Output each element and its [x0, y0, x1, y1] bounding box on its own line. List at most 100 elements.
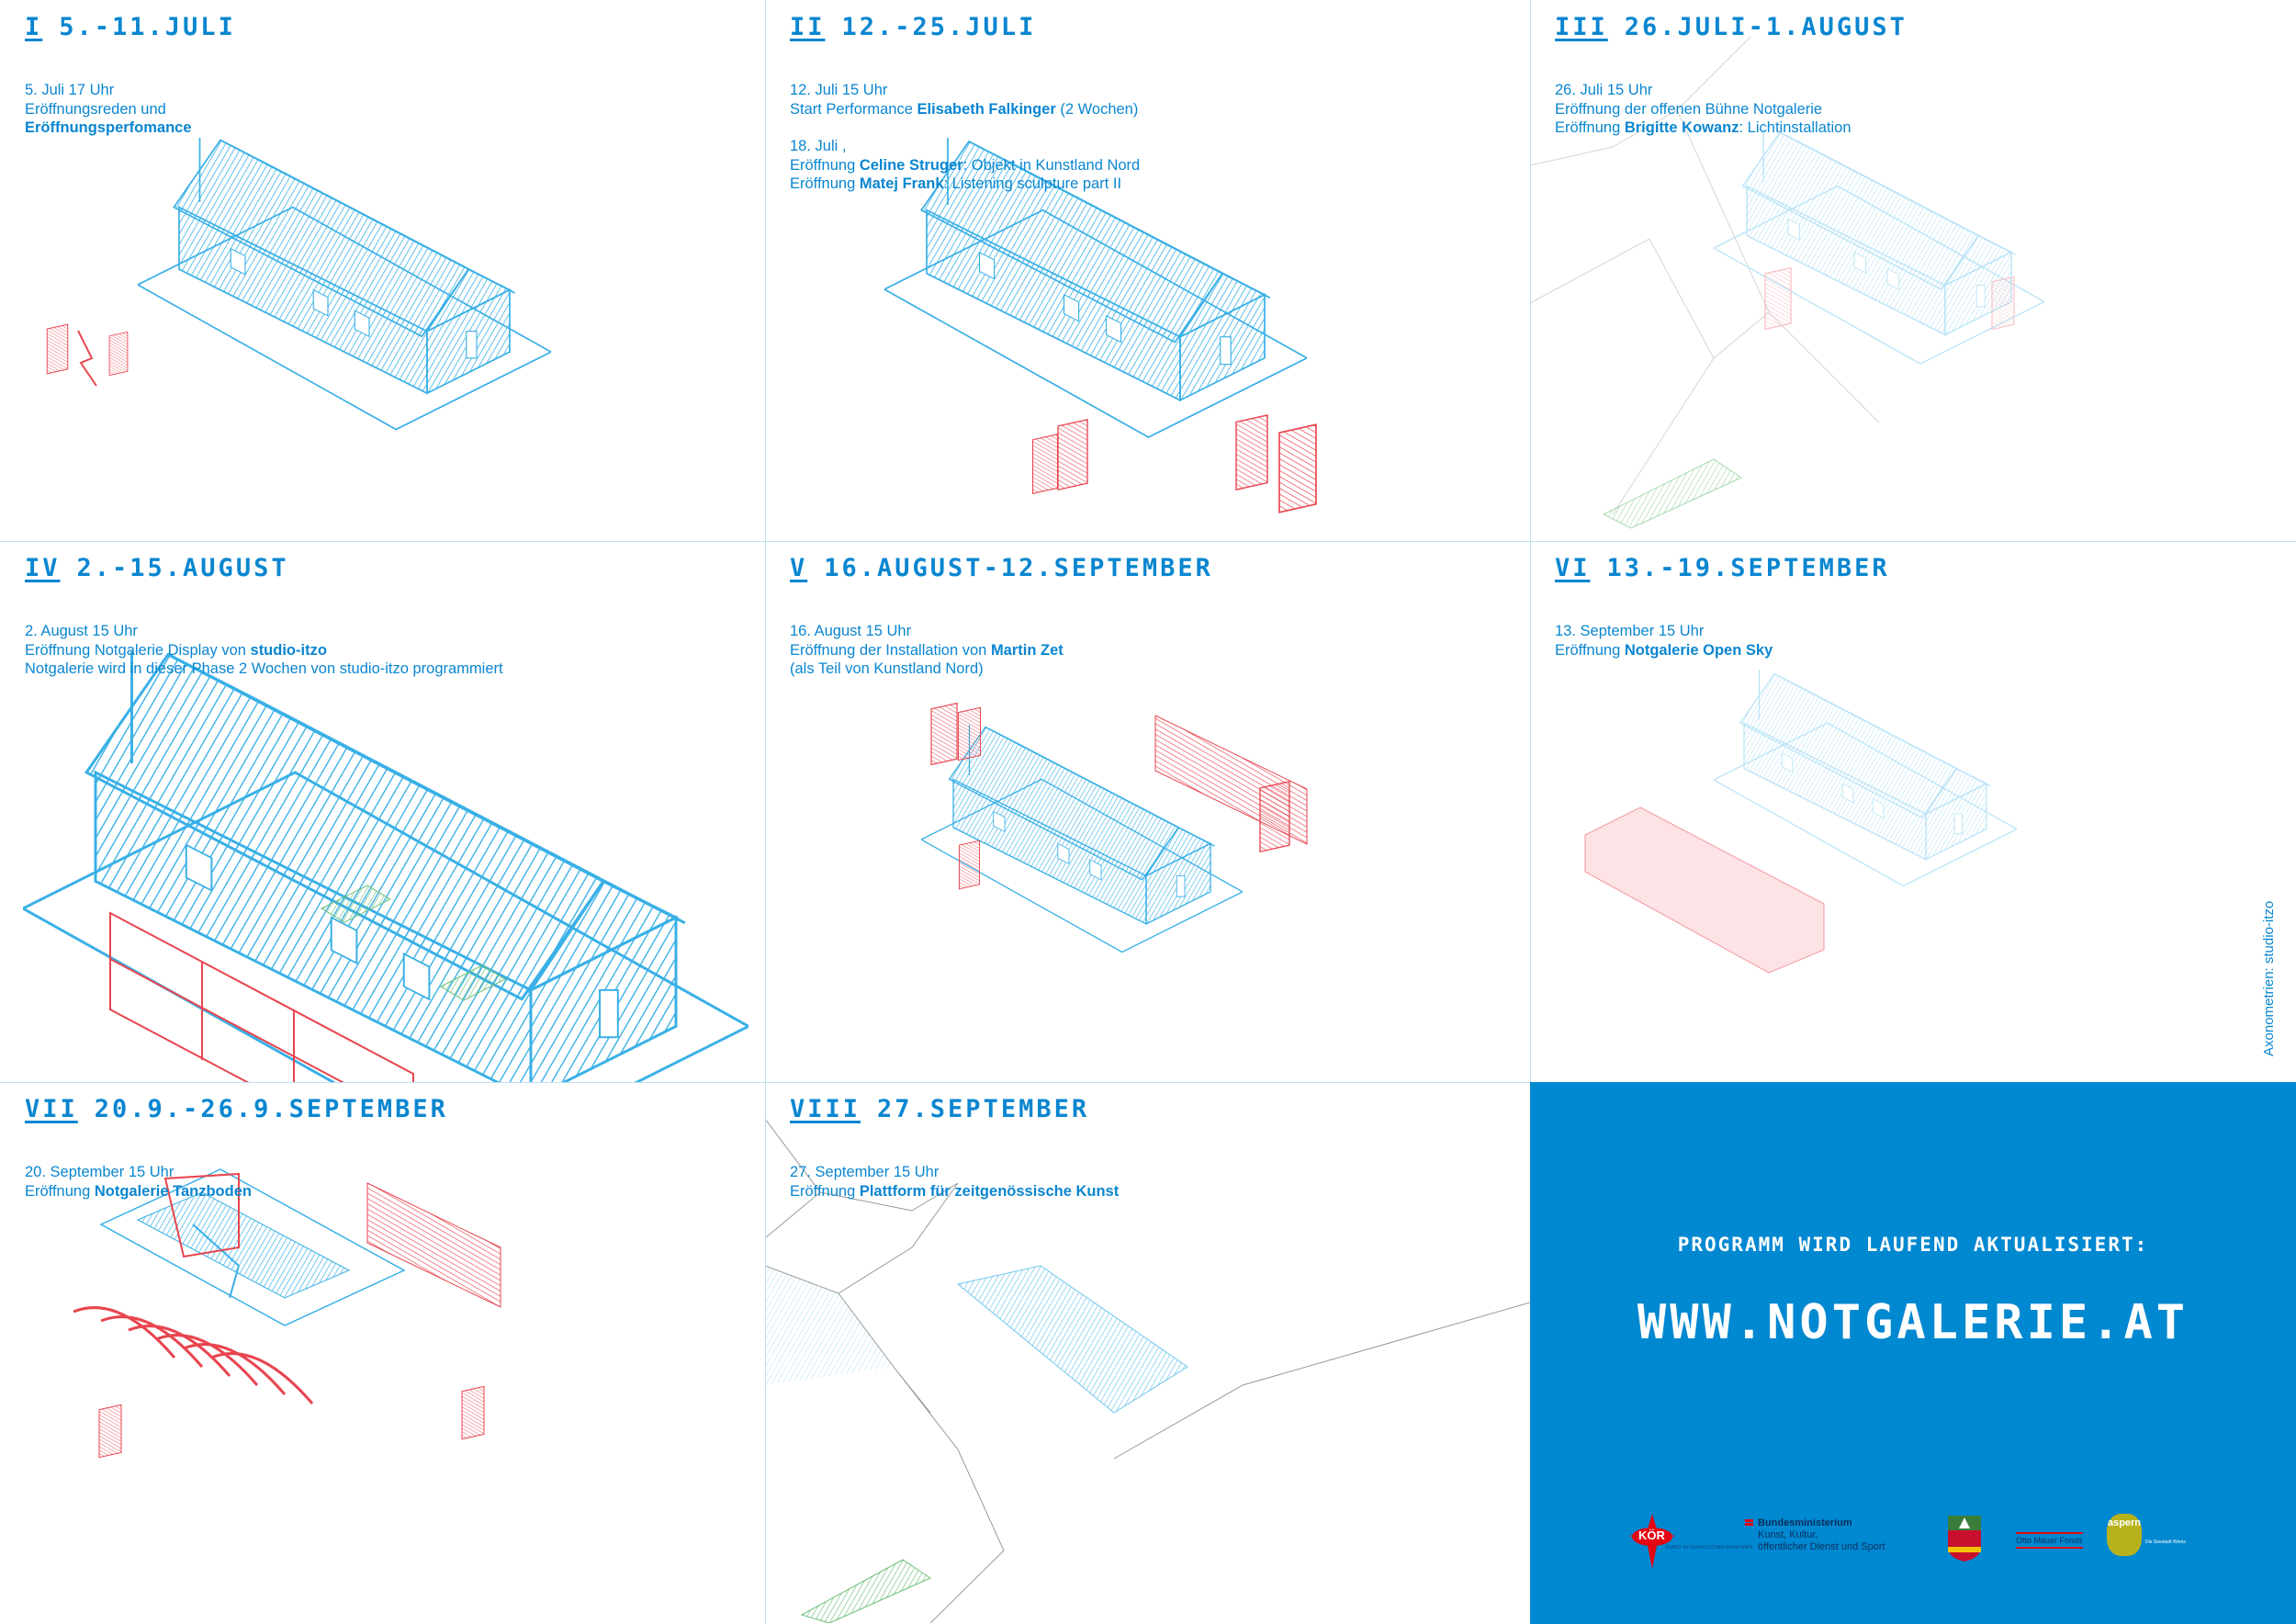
- event-text: Eröffnung: [1555, 641, 1625, 659]
- event-text: 26. Juli 15 Uhr: [1555, 82, 1653, 98]
- coat-of-arms-icon: [1948, 1516, 1981, 1562]
- aspern-logo: aspern Die Seestadt Wiens: [2107, 1514, 2186, 1556]
- kor-star-icon: [1629, 1514, 1675, 1569]
- event-text: 20. September 15 Uhr: [25, 1164, 174, 1180]
- event-text: Eröffnung der Installation von: [790, 641, 991, 659]
- event-highlight: studio-itzo: [250, 641, 327, 659]
- event-line: Eröffnung Celine Struger: Objekt in Kuns…: [790, 156, 1140, 175]
- event-text: : Listening sculpture part II: [943, 175, 1122, 192]
- phase-heading: VIII 27.SEPTEMBER: [790, 1095, 1089, 1123]
- event-text: (2 Wochen): [1055, 100, 1139, 118]
- phase-dates: 16.AUGUST-12.SEPTEMBER: [824, 554, 1213, 582]
- phase-dates: 13.-19.SEPTEMBER: [1606, 554, 1890, 582]
- event-text: : Objekt in Kunstland Nord: [962, 156, 1141, 174]
- event-highlight: Matej Frank: [859, 175, 944, 192]
- event-text: Notgalerie wird in dieser Phase 2 Wochen…: [25, 660, 503, 677]
- grid-divider: [0, 1082, 2296, 1083]
- axonometric-drawing: [765, 1118, 1530, 1623]
- event-line: 2. August 15 Uhr: [25, 622, 503, 641]
- phase-numeral: III: [1555, 13, 1608, 41]
- event-text: 13. September 15 Uhr: [1555, 623, 1705, 639]
- event-line: 16. August 15 Uhr: [790, 622, 1064, 641]
- event-line: 5. Juli 17 Uhr: [25, 81, 192, 100]
- axonometry-credit: Axonometrien: studio-itzo: [2261, 900, 2277, 1056]
- event-text: Eröffnung: [1555, 119, 1625, 136]
- phase-heading: III 26.JULI-1.AUGUST: [1555, 13, 1908, 41]
- event-text: Eröffnung: [790, 156, 860, 174]
- aspern-subtitle: Die Seestadt Wiens: [2145, 1539, 2186, 1545]
- event-text: Eröffnung: [790, 175, 860, 192]
- event-text: : Lichtinstallation: [1739, 119, 1851, 136]
- phase-section-5: V 16.AUGUST-12.SEPTEMBER 16. August 15 Uhr…: [765, 541, 1530, 1082]
- event-text: 27. September 15 Uhr: [790, 1164, 940, 1180]
- axonometric-drawing: [921, 702, 1308, 953]
- event-line: Notgalerie wird in dieser Phase 2 Wochen…: [25, 660, 503, 679]
- event-line: Eröffnung Brigitte Kowanz: Lichtinstalla…: [1555, 118, 1851, 138]
- ministry-line-3: öffentlicher Dienst und Sport: [1758, 1541, 1885, 1552]
- aspern-text: aspern: [2107, 1514, 2142, 1556]
- event-highlight: Eröffnungsperfomance: [25, 119, 192, 136]
- otto-mauer-fonds-logo: Otto Mauer Fonds: [2016, 1532, 2083, 1549]
- phase-dates: 20.9.-26.9.SEPTEMBER: [94, 1095, 448, 1123]
- event-line: Eröffnungsperfomance: [25, 118, 192, 138]
- kor-subtitle: KUNST IM ÖFFENTLICHEN RAUM WIEN: [1666, 1545, 1753, 1551]
- event-highlight: Brigitte Kowanz: [1624, 119, 1739, 136]
- event-line: 13. September 15 Uhr: [1555, 622, 1773, 641]
- phase-numeral: II: [790, 13, 826, 41]
- phase-heading: V 16.AUGUST-12.SEPTEMBER: [790, 554, 1213, 582]
- event-highlight: Elisabeth Falkinger: [917, 100, 1056, 118]
- event-text: 12. Juli 15 Uhr: [790, 82, 888, 98]
- event-text: 2. August 15 Uhr: [25, 623, 138, 639]
- ministry-line-1: Bundesministerium: [1758, 1517, 1852, 1528]
- event-text: Eröffnung Notgalerie Display von: [25, 641, 251, 659]
- phase-numeral: V: [790, 554, 808, 582]
- kor-logo: KÖR KUNST IM ÖFFENTLICHEN RAUM WIEN: [1629, 1514, 1753, 1569]
- event-text: 16. August 15 Uhr: [790, 623, 912, 639]
- event-line: Start Performance Elisabeth Falkinger (2…: [790, 100, 1140, 119]
- event-highlight: Martin Zet: [990, 641, 1064, 659]
- event-highlight: Notgalerie Open Sky: [1624, 641, 1773, 659]
- event-text: Eröffnung: [25, 1182, 95, 1200]
- phase-dates: 5.-11.JULI: [59, 13, 236, 41]
- event-line: 27. September 15 Uhr: [790, 1163, 1119, 1182]
- axonometric-drawing: [1584, 670, 2017, 974]
- grid-divider: [765, 0, 766, 1624]
- phase-dates: 2.-15.AUGUST: [76, 554, 289, 582]
- ministry-line-2: Kunst, Kultur,: [1758, 1529, 1818, 1540]
- event-line: Eröffnungsreden und: [25, 100, 192, 119]
- event-line: Eröffnung der offenen Bühne Notgalerie: [1555, 100, 1851, 119]
- phase-numeral: VIII: [790, 1095, 861, 1123]
- axonometric-drawing: [73, 1168, 501, 1459]
- panel-subtitle: PROGRAMM WIRD LAUFEND AKTUALISIERT:: [1677, 1234, 2149, 1256]
- phase-dates: 26.JULI-1.AUGUST: [1624, 13, 1908, 41]
- website-link[interactable]: WWW.NOTGALERIE.AT: [1637, 1295, 2189, 1350]
- axonometric-drawing: [1530, 36, 2044, 529]
- event-text: 18. Juli ,: [790, 138, 847, 154]
- event-highlight: Celine Struger: [859, 156, 963, 174]
- grid-divider: [1530, 0, 1531, 1624]
- event-text: Eröffnungsreden und: [25, 100, 166, 118]
- phase-numeral: VI: [1555, 554, 1591, 582]
- phase-numeral: I: [25, 13, 43, 41]
- phase-heading: I 5.-11.JULI: [25, 13, 236, 41]
- phase-dates: 27.SEPTEMBER: [877, 1095, 1090, 1123]
- event-line: 26. Juli 15 Uhr: [1555, 81, 1851, 100]
- event-highlight: Plattform für zeitgenössische Kunst: [859, 1182, 1120, 1200]
- event-text: Start Performance: [790, 100, 917, 118]
- axonometric-drawing: [46, 138, 551, 431]
